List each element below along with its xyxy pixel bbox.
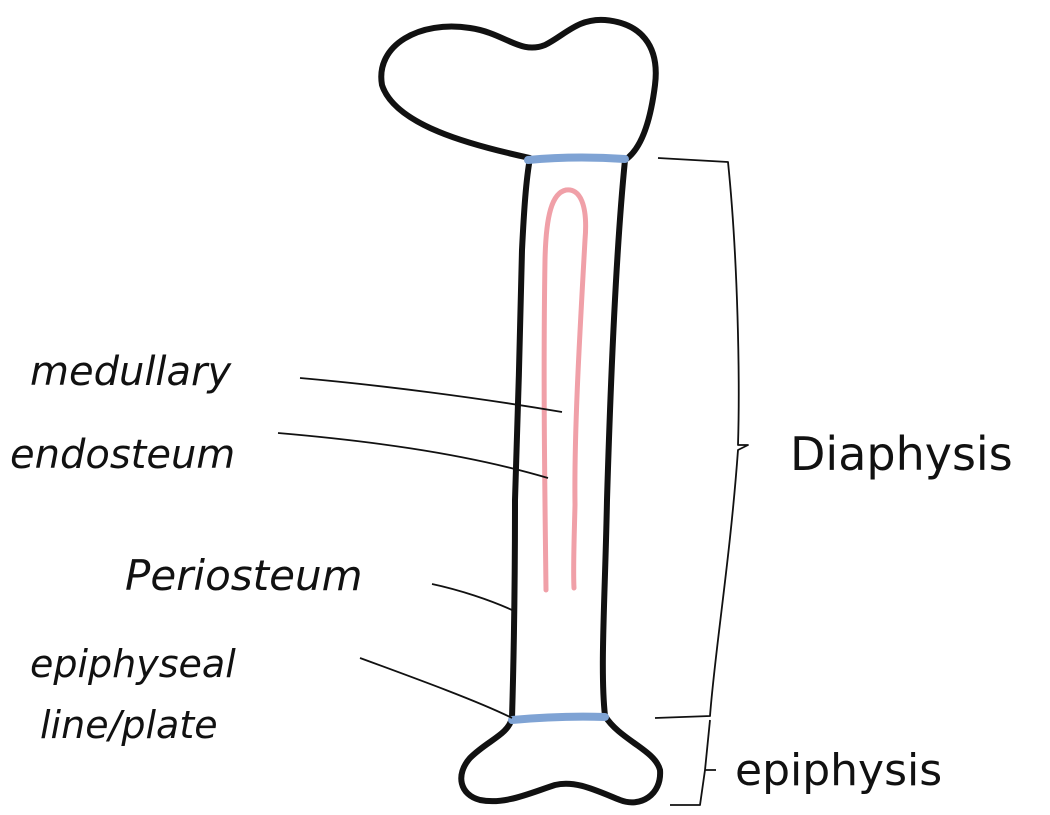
label-endosteum: endosteum <box>10 432 235 478</box>
bone-outline <box>381 20 660 803</box>
medullary-cavity <box>544 190 585 590</box>
epiphysis-bracket <box>670 720 716 805</box>
label-epiphyseal-line-1: epiphyseal <box>30 642 236 686</box>
periosteum-leader <box>432 584 512 610</box>
epiphyseal-leader <box>360 658 512 718</box>
endosteum-leader <box>278 433 548 478</box>
epiphyseal-plate-bottom <box>512 717 605 720</box>
label-medullary: medullary <box>30 349 233 395</box>
label-epiphysis: epiphysis <box>735 745 942 796</box>
epiphyseal-plate-top <box>528 158 625 160</box>
label-epiphyseal-line-2: line/plate <box>40 703 218 747</box>
diaphysis-bracket <box>655 158 748 718</box>
label-periosteum: Periosteum <box>125 551 363 600</box>
medullary-leader <box>300 378 562 412</box>
label-diaphysis: Diaphysis <box>790 427 1013 481</box>
